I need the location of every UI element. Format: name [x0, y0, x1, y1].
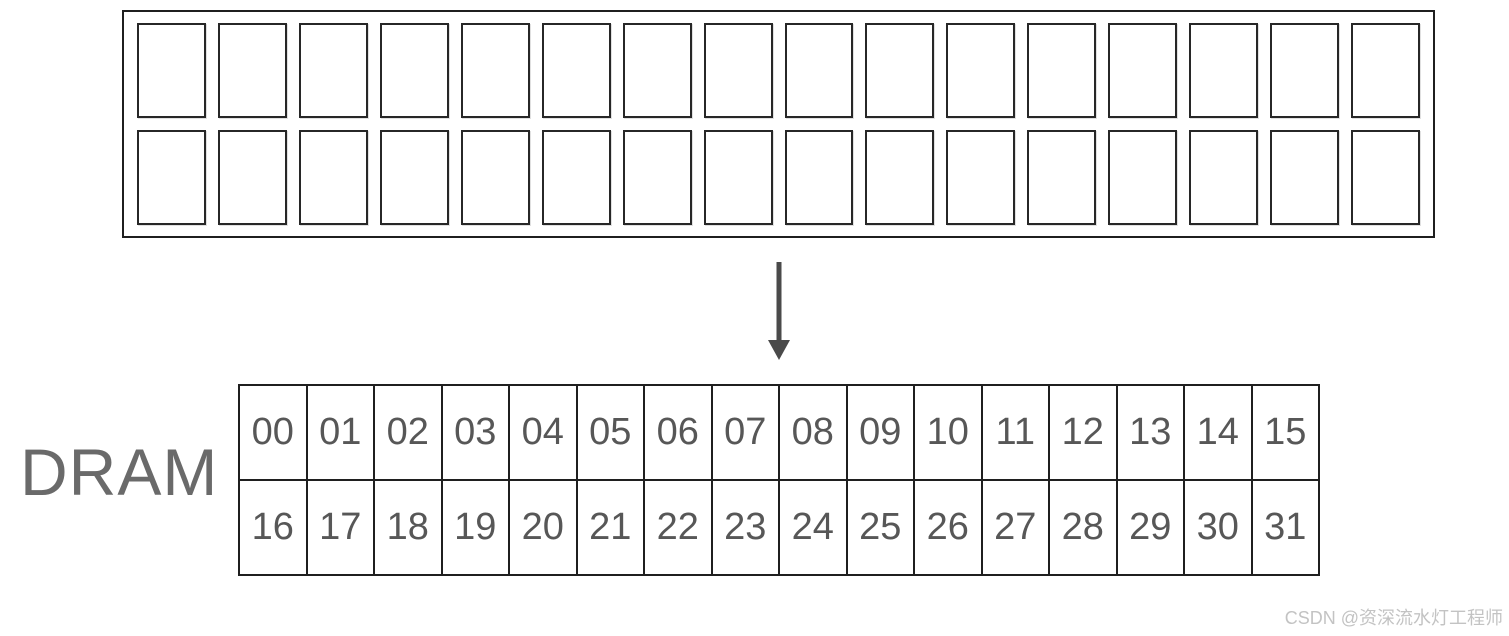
dram-address-cell: 16 [238, 479, 308, 576]
memory-cell [298, 130, 368, 225]
dram-address-cell: 24 [778, 479, 848, 576]
dram-address-cell: 13 [1115, 384, 1185, 481]
memory-cell [298, 23, 368, 118]
csdn-watermark: CSDN @资深流水灯工程师 [1284, 608, 1503, 628]
dram-address-cell: 29 [1115, 479, 1185, 576]
memory-cell [1351, 130, 1420, 225]
dram-address-cell: 04 [508, 384, 578, 481]
dram-address-cell: 17 [305, 479, 375, 576]
memory-cell [784, 23, 854, 118]
memory-cell-array [122, 10, 1435, 238]
memory-cell [217, 130, 287, 225]
dram-address-cell: 23 [710, 479, 780, 576]
memory-cell [1351, 23, 1420, 118]
memory-cell [1270, 23, 1340, 118]
dram-address-cell: 18 [373, 479, 443, 576]
memory-cell [1027, 130, 1097, 225]
dram-address-cell: 15 [1250, 384, 1320, 481]
memory-cell [703, 23, 773, 118]
dram-address-cell: 31 [1250, 479, 1320, 576]
memory-cell [137, 23, 206, 118]
dram-address-cell: 22 [643, 479, 713, 576]
dram-address-cell: 00 [238, 384, 308, 481]
dram-address-cell: 20 [508, 479, 578, 576]
memory-cell [784, 130, 854, 225]
memory-cell [1189, 130, 1259, 225]
dram-address-cell: 07 [710, 384, 780, 481]
dram-address-cell: 11 [980, 384, 1050, 481]
dram-address-cell: 12 [1048, 384, 1118, 481]
memory-cell [460, 130, 530, 225]
memory-cell [541, 130, 611, 225]
memory-cell [1270, 130, 1340, 225]
memory-cell [622, 130, 692, 225]
dram-address-cell: 19 [440, 479, 510, 576]
dram-address-cell: 30 [1183, 479, 1253, 576]
dram-address-cell: 28 [1048, 479, 1118, 576]
memory-cell [1108, 23, 1178, 118]
dram-address-cell: 09 [845, 384, 915, 481]
memory-cell [460, 23, 530, 118]
memory-cell [541, 23, 611, 118]
dram-address-cell: 27 [980, 479, 1050, 576]
memory-cell [1027, 23, 1097, 118]
dram-address-cell: 14 [1183, 384, 1253, 481]
memory-cell [217, 23, 287, 118]
dram-address-cell: 02 [373, 384, 443, 481]
dram-address-cell: 05 [575, 384, 645, 481]
memory-cell [865, 23, 935, 118]
dram-address-cell: 01 [305, 384, 375, 481]
dram-address-cell: 08 [778, 384, 848, 481]
dram-address-cell: 06 [643, 384, 713, 481]
memory-cell [622, 23, 692, 118]
dram-address-cell: 21 [575, 479, 645, 576]
memory-cell [379, 23, 449, 118]
memory-cell [946, 23, 1016, 118]
memory-cell [379, 130, 449, 225]
memory-cell [865, 130, 935, 225]
dram-address-cell: 26 [913, 479, 983, 576]
memory-cell [703, 130, 773, 225]
memory-cell [137, 130, 206, 225]
dram-address-cell: 10 [913, 384, 983, 481]
memory-cell [1189, 23, 1259, 118]
memory-cell [946, 130, 1016, 225]
down-arrow-icon [768, 262, 790, 360]
dram-label: DRAM [20, 435, 219, 509]
dram-address-cell: 25 [845, 479, 915, 576]
dram-address-cell: 03 [440, 384, 510, 481]
memory-cell [1108, 130, 1178, 225]
